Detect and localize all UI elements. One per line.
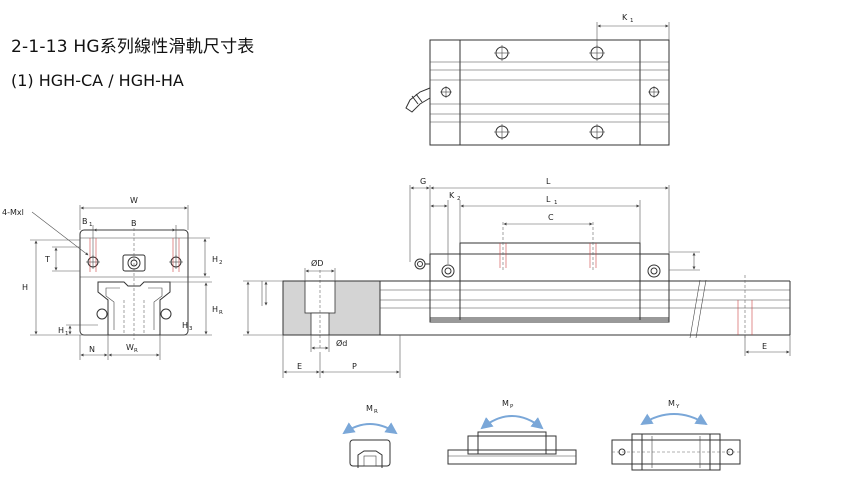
- od-label: ØD: [311, 258, 323, 268]
- my-label: M: [668, 399, 675, 408]
- my-sub: Y: [675, 404, 680, 410]
- k2-sub: 2: [457, 196, 461, 202]
- h3-label: H: [182, 321, 188, 330]
- front-view: W B B 1 4-Mxl H T H 1 H 2 H R H: [2, 196, 223, 360]
- h2-sub: 2: [219, 260, 223, 266]
- l1-sub: 1: [554, 200, 558, 206]
- model-subtitle: (1) HGH-CA / HGH-HA: [11, 71, 184, 90]
- top-view: K 1: [405, 13, 670, 146]
- h1-label: H: [58, 326, 64, 335]
- k1-sub: 1: [630, 18, 634, 24]
- hr-sub: R: [219, 310, 223, 316]
- p-label: P: [352, 362, 357, 371]
- b1-label: B: [82, 217, 88, 226]
- mr-sub: R: [374, 409, 378, 415]
- w-label: W: [130, 196, 138, 205]
- mp-label: M: [502, 399, 509, 408]
- mxl-label: 4-Mxl: [2, 208, 24, 217]
- moment-mp: M P: [447, 399, 577, 465]
- page-title: 2-1-13 HG系列線性滑軌尺寸表: [11, 37, 255, 57]
- moment-mr: M R: [342, 404, 398, 468]
- t-label: T: [44, 255, 50, 264]
- hr-label: H: [212, 305, 218, 314]
- h1-sub: 1: [65, 331, 69, 337]
- n-label: N: [89, 345, 95, 354]
- wr-label: W: [126, 343, 134, 352]
- mp-sub: P: [510, 404, 514, 410]
- e-right-label: E: [762, 342, 767, 351]
- h-label: H: [22, 283, 28, 292]
- k2-label: K: [449, 191, 455, 200]
- c-label: C: [548, 213, 554, 222]
- e-left-label: E: [297, 362, 302, 371]
- l-label: L: [546, 177, 551, 186]
- k1-label: K: [622, 13, 628, 22]
- moment-my: M Y: [611, 399, 741, 471]
- g-label: G: [420, 177, 426, 186]
- side-view: G L L 1 K 2 C ØD: [243, 177, 791, 378]
- small-d-label: Ød: [336, 338, 347, 348]
- l1-label: L: [546, 195, 551, 204]
- b1-sub: 1: [89, 222, 93, 228]
- h3-sub: 3: [189, 326, 193, 332]
- wr-sub: R: [134, 348, 138, 354]
- b-label: B: [131, 219, 137, 228]
- h2-label: H: [212, 255, 218, 264]
- mr-label: M: [366, 404, 373, 413]
